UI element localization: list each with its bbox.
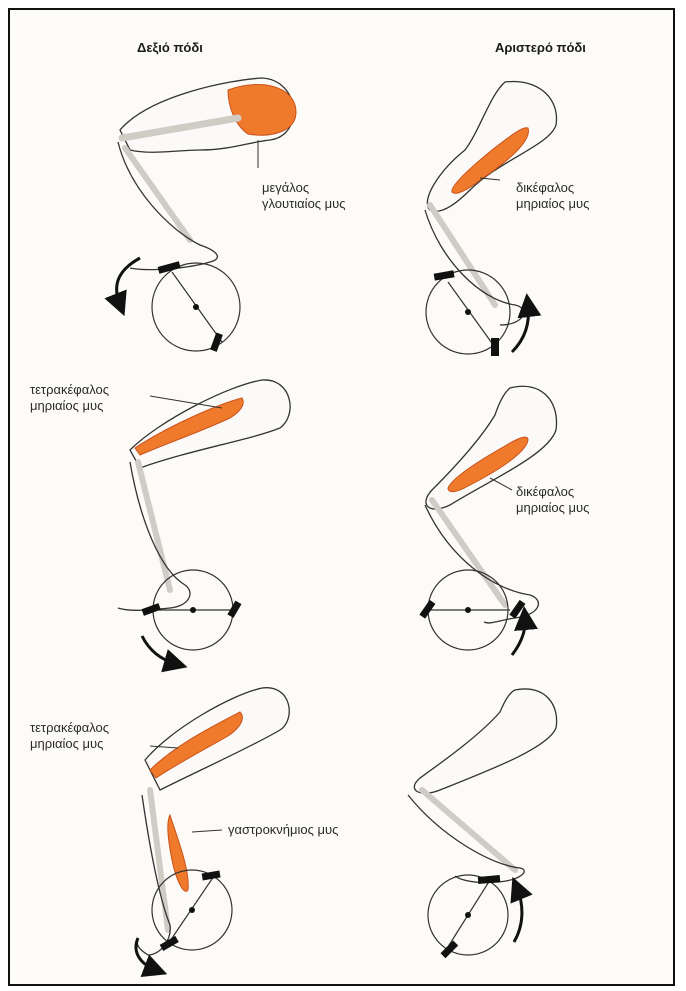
label-gluteus: μεγάλος γλουτιαίος μυς xyxy=(262,180,346,212)
shin-foot-outline xyxy=(408,795,524,883)
pedal xyxy=(434,270,455,280)
pedal xyxy=(419,600,435,619)
label-line: μηριαίος μυς xyxy=(516,196,589,212)
pedal xyxy=(160,936,179,951)
panel-4-left-leg-hamstring xyxy=(419,386,556,655)
shin-foot-outline xyxy=(425,210,523,325)
tibia-bone xyxy=(430,205,495,305)
label-quadriceps-middle: τετρακέφαλος μηριαίος μυς xyxy=(30,382,109,414)
panel-1-right-leg-gluteus xyxy=(117,78,296,352)
label-line: δικέφαλος xyxy=(516,484,589,500)
pedal xyxy=(210,333,223,352)
label-quadriceps-bottom: τετρακέφαλος μηριαίος μυς xyxy=(30,720,109,752)
tibia-bone xyxy=(125,148,190,240)
label-hamstring-top: δικέφαλος μηριαίος μυς xyxy=(516,180,589,212)
label-line: μηριαίος μυς xyxy=(30,736,109,752)
pedal xyxy=(142,603,161,616)
label-line: μεγάλος xyxy=(262,180,346,196)
thigh-outline xyxy=(414,689,556,793)
rotation-arrow xyxy=(142,636,176,664)
label-line: μηριαίος μυς xyxy=(30,398,109,414)
tibia-bone xyxy=(432,500,505,605)
rotation-arrow xyxy=(117,258,140,305)
panel-3-right-leg-quadriceps xyxy=(118,380,290,664)
rotation-arrow xyxy=(512,618,525,655)
label-line: μηριαίος μυς xyxy=(516,500,589,516)
panel-6-left-leg xyxy=(408,689,557,958)
rotation-arrow xyxy=(512,305,528,352)
panel-2-left-leg-hamstring xyxy=(425,82,557,356)
calf-muscle xyxy=(168,815,188,891)
label-calf: γαστροκνήμιος μυς xyxy=(228,822,338,838)
label-line: δικέφαλος xyxy=(516,180,589,196)
label-line: τετρακέφαλος xyxy=(30,720,109,736)
label-line: τετρακέφαλος xyxy=(30,382,109,398)
label-line: γλουτιαίος μυς xyxy=(262,196,346,212)
rotation-arrow xyxy=(514,888,522,942)
pedal xyxy=(441,941,459,959)
pedal xyxy=(227,601,241,618)
tibia-bone xyxy=(422,790,515,870)
pedal xyxy=(509,600,525,619)
tibia-bone xyxy=(138,462,170,590)
label-hamstring-middle: δικέφαλος μηριαίος μυς xyxy=(516,484,589,516)
pedal xyxy=(491,338,499,356)
